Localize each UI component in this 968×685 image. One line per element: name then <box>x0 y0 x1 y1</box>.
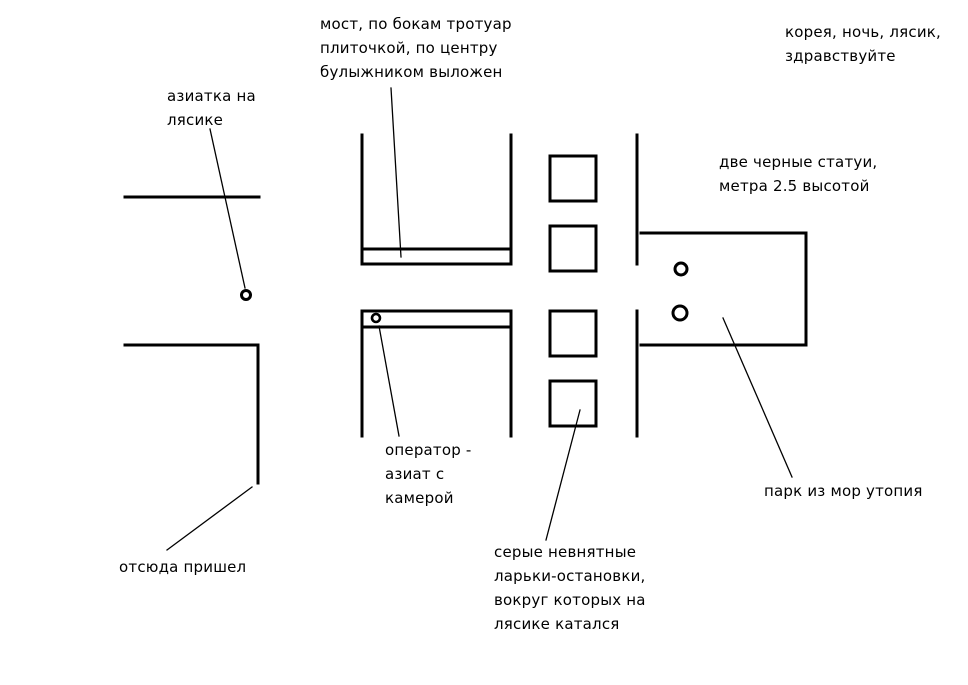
kiosk-3 <box>548 309 598 358</box>
corner-road-line <box>123 343 260 485</box>
kiosk-1 <box>548 154 598 203</box>
statue-1-icon <box>673 261 689 277</box>
origin-note: отсюда пришел <box>119 558 247 576</box>
kiosks-note: серые невнятные ларьки-остановки, вокруг… <box>494 543 646 633</box>
asian-on-lyasik-note: азиатка на лясике <box>167 87 256 129</box>
park-outline <box>639 231 808 347</box>
park-pointer-line <box>722 317 793 478</box>
statues-note: две черные статуи, метра 2.5 высотой <box>719 153 878 195</box>
operator-icon <box>370 312 382 324</box>
park-note: парк из мор утопия <box>764 482 923 500</box>
operator-pointer-line <box>378 325 400 437</box>
kiosks-pointer-line <box>545 409 581 541</box>
statue-2-icon <box>671 304 689 322</box>
asian-position-icon <box>240 289 252 301</box>
origin-pointer-line <box>166 486 253 551</box>
kiosk-2 <box>548 224 598 273</box>
operator-note: оператор - азиат с камерой <box>385 441 472 507</box>
bridge-top-band <box>360 247 513 266</box>
bridge-bottom-band <box>360 309 513 329</box>
bridge-note: мост, по бокам тротуар плиточкой, по цен… <box>320 15 512 81</box>
asian-pointer-line <box>209 128 246 289</box>
kiosk-4 <box>548 379 598 428</box>
bridge-pointer-line <box>390 87 402 258</box>
scene-note: корея, ночь, лясик, здравствуйте <box>785 23 942 65</box>
